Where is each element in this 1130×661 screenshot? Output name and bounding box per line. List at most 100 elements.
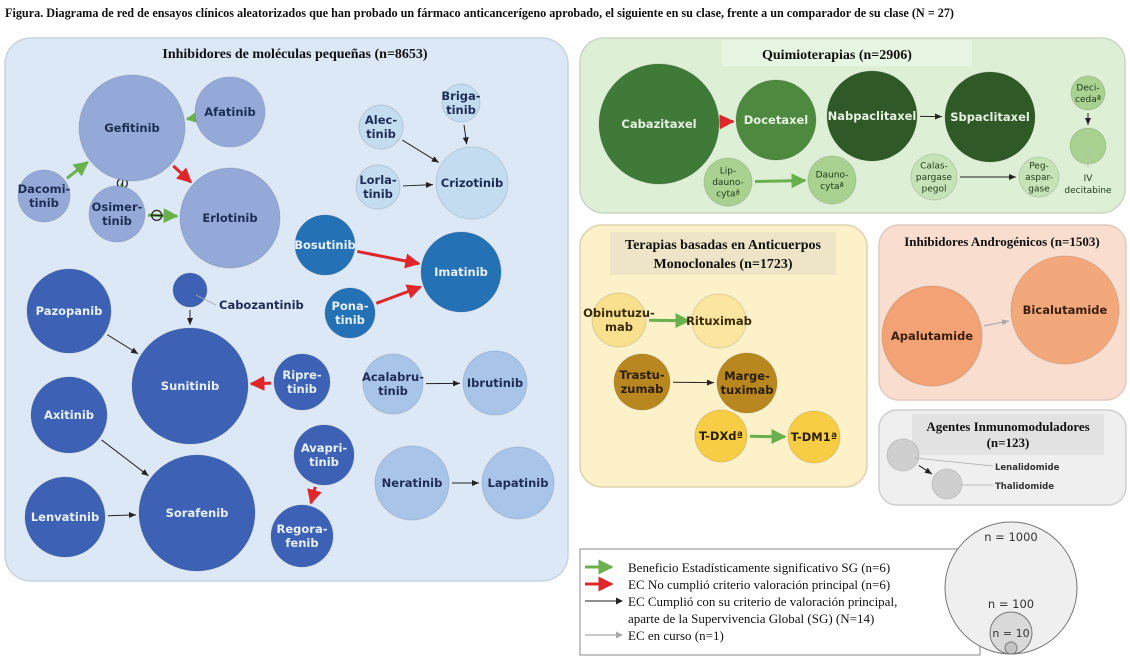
node-label: Imatinib (434, 265, 488, 279)
node-circle (598, 63, 720, 185)
edge-ponatinib-to-imatinib (375, 284, 423, 305)
node-label: tinib (378, 384, 408, 398)
legend-box (579, 548, 981, 656)
node-label: Marge- (724, 369, 770, 383)
node-label: tinib (29, 196, 59, 210)
node-circle (1010, 255, 1120, 365)
node-label: pegol (922, 185, 947, 195)
node-circle (26, 268, 112, 354)
node-label: Lapatinib (488, 476, 549, 490)
node-gefitinib: Gefitinib (78, 74, 186, 182)
node-label: Axitinib (44, 408, 94, 422)
arrowhead-alectinib-to-crizotinib (431, 156, 439, 163)
node-decicedaa: Deci-cedaª (1070, 75, 1106, 111)
node-circle (78, 74, 186, 182)
node-circle (420, 231, 502, 313)
node-circle (273, 353, 331, 411)
size-legend-label-1000: n = 1000 (984, 530, 1038, 544)
node-circle (172, 272, 208, 308)
node-circle (787, 410, 841, 464)
node-label: Ibrutinib (467, 376, 523, 390)
node-label: Bosutinib (294, 238, 356, 252)
edge-avapritinib-to-regorafenib (307, 486, 322, 505)
node-circle (910, 153, 958, 201)
node-cabozantinib (172, 272, 208, 308)
node-label: cedaª (1075, 95, 1101, 105)
node-label: Rituximab (686, 314, 752, 328)
node-sbpaclitaxel: Sbpaclitaxel (944, 71, 1036, 163)
node-circle (716, 352, 778, 414)
node-bosutinib: Bosutinib (294, 214, 356, 276)
node-label: Nabpaclitaxel (828, 109, 917, 123)
node-label: Lip- (720, 167, 736, 177)
node-label: T-DM1ª (791, 430, 837, 444)
node-imatinib: Imatinib (420, 231, 502, 313)
arrowhead-trastuzumab-to-margetuximab (706, 379, 715, 386)
node-label: Obinutuzu- (583, 306, 655, 320)
panel-title-bg-immuno (912, 414, 1104, 455)
node-acalabrutinib: Acalabru-tinib (362, 353, 424, 415)
node-label: Trastu- (619, 368, 665, 382)
edges-layer (66, 109, 1091, 519)
node-label: tuximab (720, 383, 773, 397)
node-label: Sbpaclitaxel (950, 110, 1030, 124)
arrowhead-apalutamide-to-bicalutamide (1001, 319, 1010, 326)
size-legend-label-10: n = 10 (992, 627, 1029, 640)
edge-dacomitinib-to-gefitinib (66, 161, 89, 180)
node-label: pargase (916, 173, 953, 183)
edge-bosutinib-to-imatinib (357, 249, 421, 269)
arrowhead-axitinib-to-sorafenib (141, 469, 149, 476)
node-circle (358, 104, 404, 150)
edge-lipdaunocyta-to-daunocyta (754, 173, 807, 189)
arrowhead-neratinib-to-lapatinib (472, 480, 479, 486)
node-circle (591, 292, 647, 348)
legend-label: aparte de la Supervivencia Global (SG) (… (628, 611, 874, 626)
node-label: Apalutamide (891, 329, 973, 343)
node-erlotinib: Erlotinib (179, 167, 281, 269)
figure-title: Figura. Diagrama de red de ensayos clíni… (5, 6, 954, 20)
node-circle (179, 167, 281, 269)
panel-title-androgen: Inhibidores Androgénicos (n=1503) (904, 234, 1099, 249)
node-circle (944, 71, 1036, 163)
edge-alectinib-to-crizotinib (402, 139, 440, 163)
node-label: Calas- (920, 162, 948, 172)
node-label: Briga- (441, 89, 480, 103)
node-label: Pona- (331, 299, 368, 313)
node-circle (138, 454, 256, 572)
node-circle (694, 409, 748, 463)
node-axitinib: Axitinib (30, 376, 108, 454)
node-label: Peg- (1029, 162, 1049, 172)
node-circle (355, 164, 401, 210)
node-label: Lorla- (359, 173, 397, 187)
node-rituximab: Rituximab (686, 293, 752, 349)
node-circle (441, 83, 481, 123)
node-alectinib: Alec-tinib (358, 104, 404, 150)
panel-title-chemo: Quimioterapias (n=2906) (762, 48, 912, 63)
legend-label: EC en curso (n=1) (628, 628, 724, 643)
node-label: Cabazitaxel (621, 117, 696, 131)
panel-title-bg-antibodies (610, 232, 836, 275)
node-afatinib: Afatinib (194, 76, 266, 148)
node-label: gase (1028, 185, 1050, 195)
node-neratinib: Neratinib (374, 445, 450, 521)
node-cabazitaxel: Cabazitaxel (598, 63, 720, 185)
node-label: Neratinib (382, 476, 443, 490)
arrowhead-lorlatinib-to-crizotinib (425, 181, 434, 188)
arrowhead-calaspargase-to-pegaspargase (1009, 174, 1016, 180)
node-label: Osimer- (92, 200, 143, 214)
node-label: Docetaxel (744, 113, 808, 127)
ivdecitabine-label-line1: IV (1084, 174, 1094, 184)
node-label: Lenvatinib (31, 510, 99, 524)
edge-axitinib-to-sorafenib (101, 439, 149, 477)
node-brigatinib: Briga-tinib (441, 83, 481, 123)
node-label: Bicalutamide (1023, 303, 1108, 317)
node-label: tinib (309, 455, 339, 469)
node-lapatinib: Lapatinib (481, 446, 555, 520)
node-label: mab (605, 320, 633, 334)
size-legend-circle-10 (1004, 641, 1018, 655)
legend: Beneficio Estadísticamente significativo… (585, 559, 897, 643)
panel-title-bg-chemo (722, 40, 972, 66)
node-label: Avapri- (301, 441, 348, 455)
